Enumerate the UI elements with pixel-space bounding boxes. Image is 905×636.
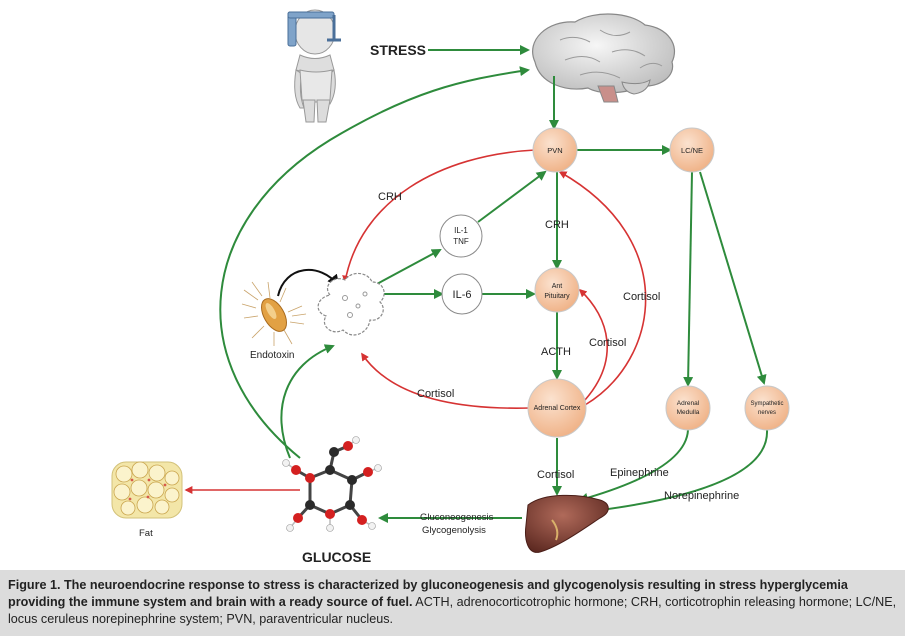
liver-icon (525, 494, 609, 553)
cortisol-mid-label: Cortisol (589, 337, 626, 349)
glucose-molecule-icon (282, 436, 382, 532)
arrow-cortisol-to-pituitary (578, 288, 608, 401)
node-ant-pituitary: Ant Pituitary (534, 267, 580, 313)
node-adrenal-cortex-label: Adrenal Cortex (534, 405, 581, 412)
node-il1-label: IL-1 (454, 226, 468, 235)
cortisol-left-label: Cortisol (417, 388, 454, 400)
node-adrenal-cortex: Adrenal Cortex (527, 378, 587, 438)
node-nerves-label: nerves (758, 410, 776, 416)
brain-icon (532, 13, 675, 103)
arrow-endotoxin-to-immune-cell (277, 269, 340, 297)
arrow-cortisol-to-immune (361, 352, 531, 409)
activation-arrows (219, 45, 769, 523)
neuroendocrine-diagram: PVN LC/NE IL-1 TNF IL-6 Ant Pituitary Ad… (111, 9, 790, 565)
arrow-endotoxin-to-il1 (374, 249, 442, 286)
node-il1-tnf: IL-1 TNF (439, 214, 483, 258)
epinephrine-label: Epinephrine (610, 467, 669, 479)
norepinephrine-label: Norepinephrine (664, 490, 739, 502)
macrophage-icon (317, 272, 385, 336)
crh-center-label: CRH (545, 219, 569, 231)
caption-bold-text: The neuroendocrine response to stress is… (8, 578, 848, 609)
arrow-il1-to-pvn (477, 170, 547, 223)
node-sympathetic-nerves: Sympathetic nerves (744, 385, 790, 431)
node-lcne-label: LC/NE (681, 146, 703, 155)
feedback-arrows (184, 149, 647, 494)
arrow-cortisol-to-pvn (558, 171, 647, 406)
glycogenolysis-label: Glycogenolysis (422, 525, 486, 536)
node-il6-label: IL-6 (453, 289, 472, 301)
caption-abbreviations: ACTH, adrenocorticotrophic hormone; CRH,… (8, 595, 897, 626)
node-medulla-label: Medulla (677, 409, 700, 416)
cortisol-bottom-label: Cortisol (537, 469, 574, 481)
gluconeogenesis-label: Gluconeogenesis (420, 512, 494, 523)
arrow-glucose-to-brain (219, 66, 530, 459)
node-sympathetic-label: Sympathetic (750, 401, 783, 407)
node-adrenal-label: Adrenal (677, 400, 700, 407)
node-adrenal-medulla: Adrenal Medulla (665, 385, 711, 431)
node-pvn-label: PVN (547, 146, 562, 155)
node-lcne: LC/NE (669, 127, 715, 173)
caption-figure-label: Figure 1. (8, 578, 61, 592)
stress-label: STRESS (370, 42, 426, 58)
arrow-glucose-to-immune (280, 344, 335, 459)
node-ant-label: Ant (552, 283, 563, 290)
arrow-pvn-crh-to-immune (342, 149, 536, 284)
node-tnf-label: TNF (453, 237, 469, 246)
crh-left-label: CRH (378, 191, 402, 203)
arrow-lcne-to-sympathetic (699, 171, 767, 385)
stressed-person-icon (287, 9, 341, 123)
arrow-lcne-to-medulla (683, 171, 694, 387)
acth-label: ACTH (541, 346, 571, 358)
figure-caption: Figure 1. The neuroendocrine response to… (0, 570, 905, 636)
arrow-norepinephrine-to-liver (583, 429, 769, 517)
arrow-epinephrine-to-liver (578, 429, 689, 503)
node-pvn: PVN (532, 127, 578, 173)
fat-label: Fat (139, 528, 153, 539)
node-pituitary-label: Pituitary (544, 293, 570, 300)
node-il6: IL-6 (441, 273, 483, 315)
fat-cells-icon (111, 461, 183, 519)
bacterium-icon (241, 281, 307, 346)
cortisol-right-label: Cortisol (623, 291, 660, 303)
endotoxin-label: Endotoxin (250, 350, 294, 361)
glucose-label: GLUCOSE (302, 549, 371, 565)
